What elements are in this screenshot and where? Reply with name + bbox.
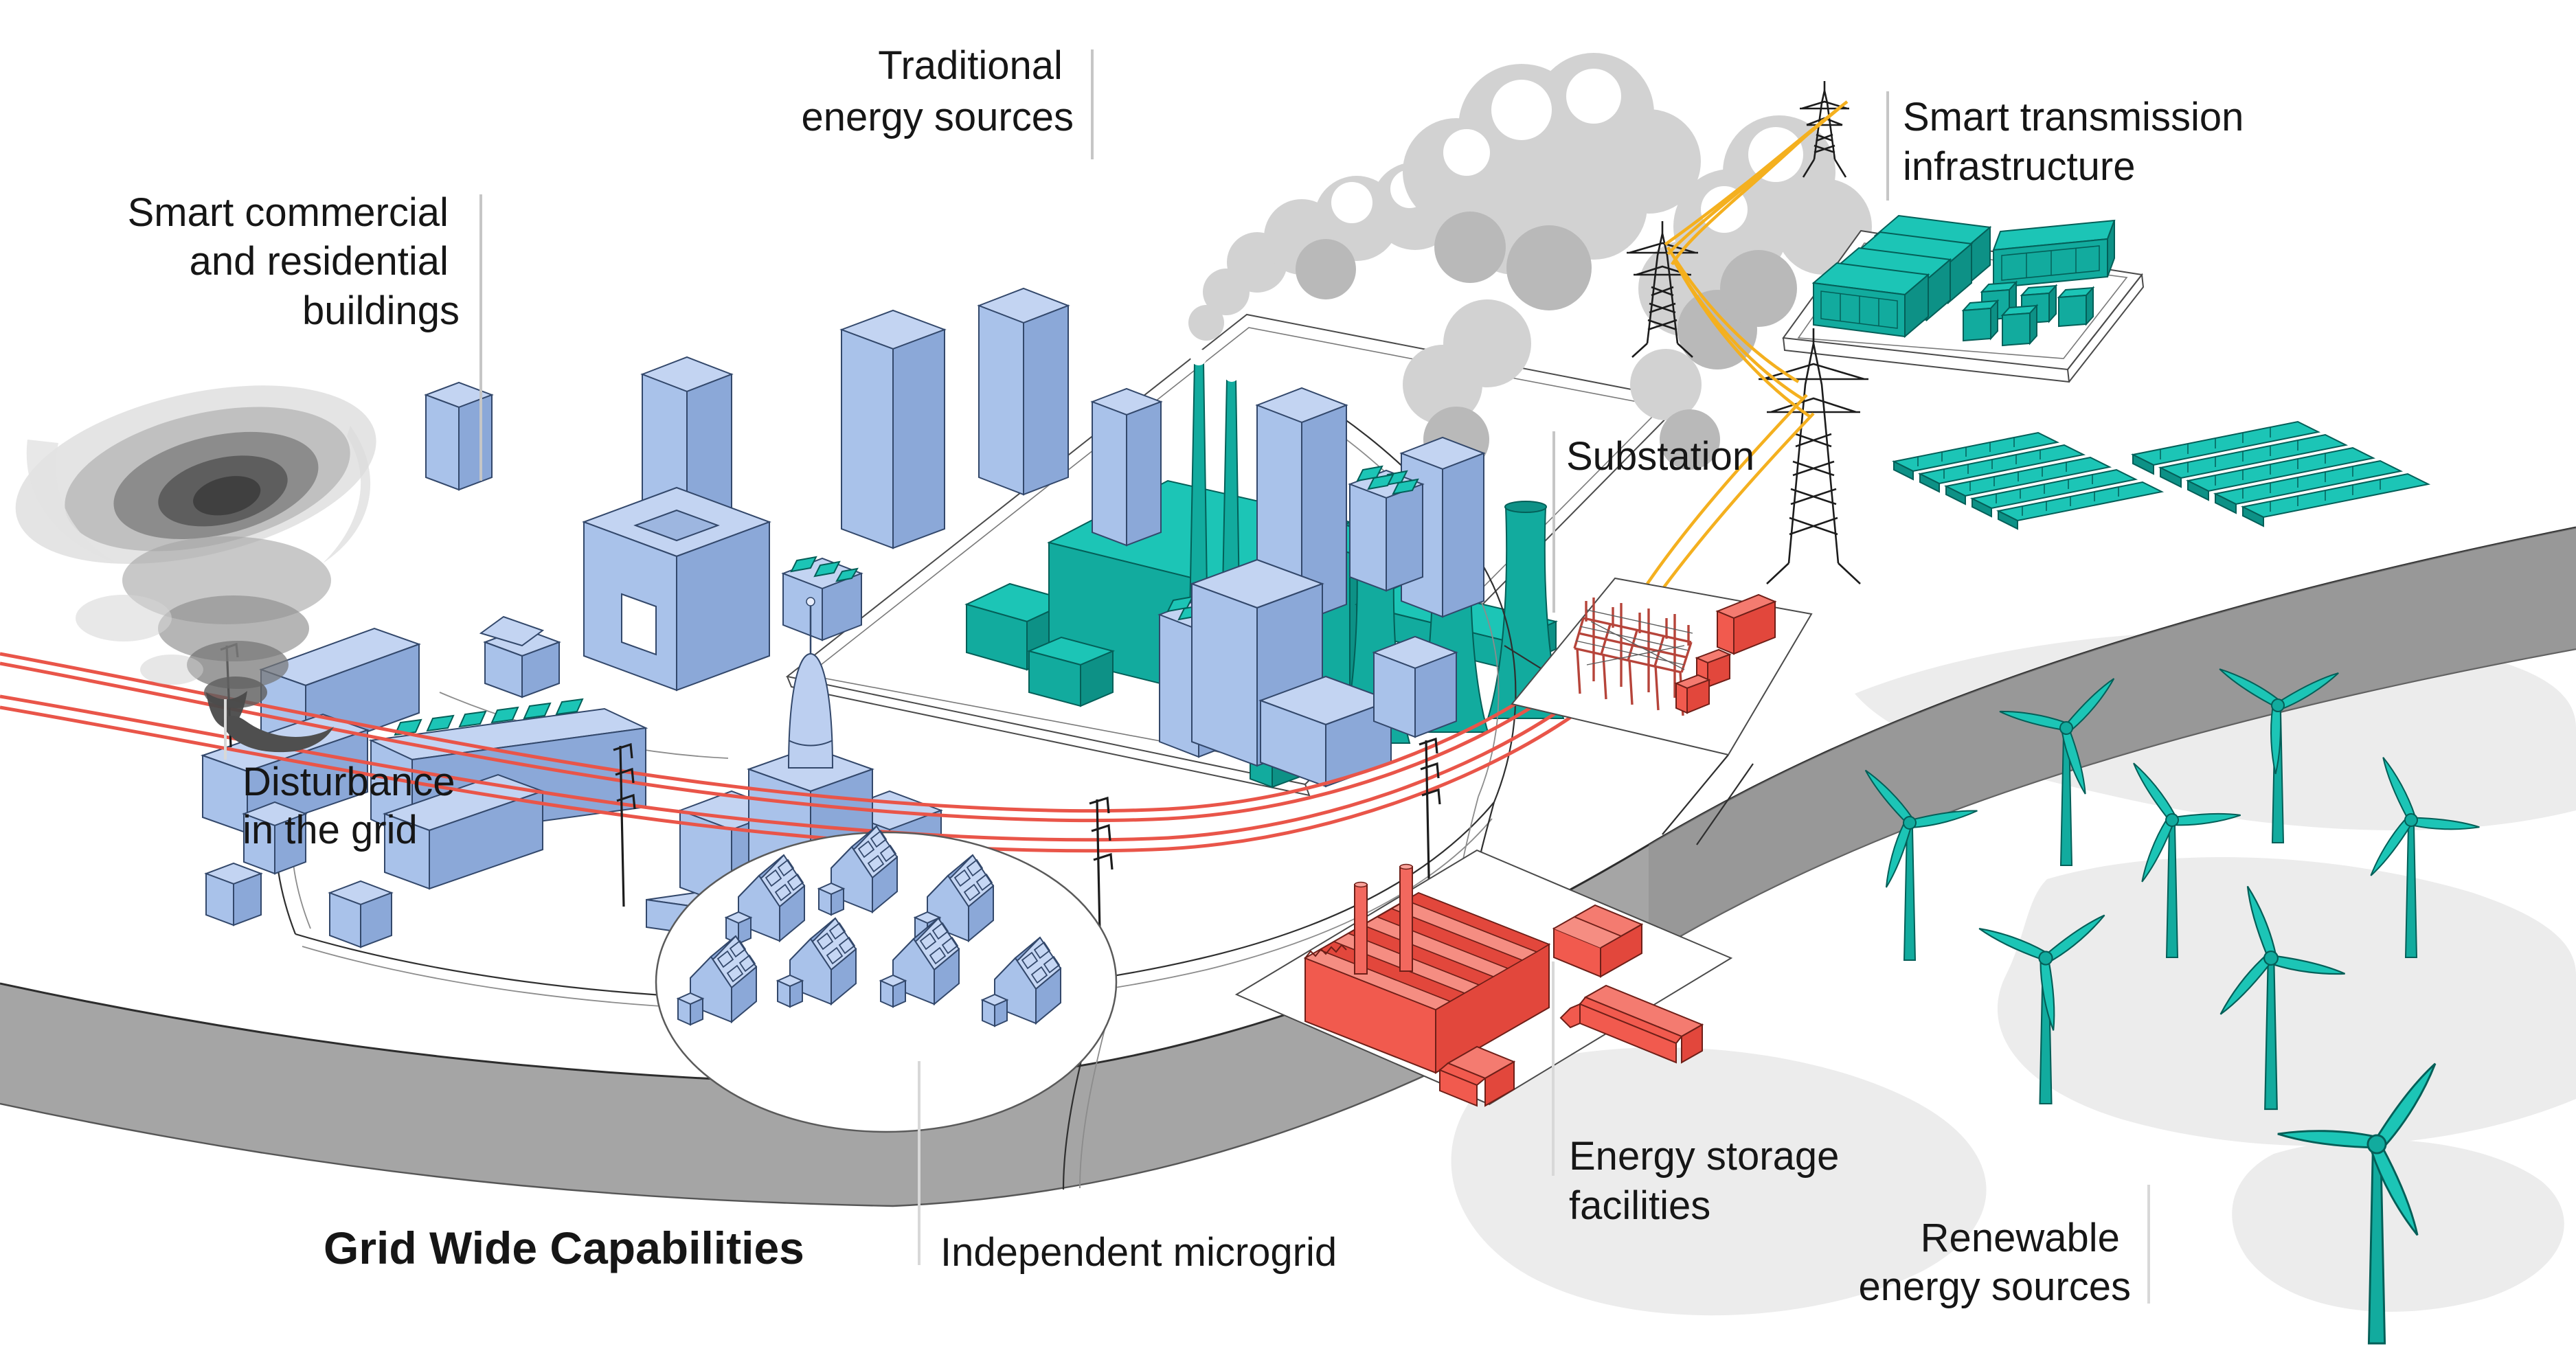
disturbance-tornado-icon: [15, 385, 376, 753]
disturbance-label: Disturbance in the grid: [242, 760, 466, 852]
transmission-wires: [1646, 100, 1849, 596]
solar-roof-building: [1348, 465, 1425, 592]
solar-panel-array-icon: [1891, 420, 2431, 530]
energy-storage-facility: [1234, 849, 1733, 1107]
independent-microgrid-label: Independent microgrid: [940, 1230, 1337, 1275]
diagram-title: Grid Wide Capabilities: [324, 1223, 804, 1273]
smart-buildings-label: Smart commercial and residential buildin…: [128, 190, 460, 333]
renewable-label: Renewable energy sources: [1858, 1216, 2131, 1309]
smoke-clouds: [1188, 53, 1872, 473]
transmission-pylon-icon: [1627, 81, 1868, 596]
data-center-containers-icon: [1811, 214, 2116, 347]
energy-storage-label: Energy storage facilities: [1569, 1134, 1850, 1228]
solar-roof-building: [781, 556, 863, 641]
courtyard-building: [582, 486, 771, 692]
traditional-energy-label: Traditional energy sources: [801, 43, 1074, 139]
substation-icon: [1511, 577, 1813, 756]
smart-transmission-label: Smart transmission infrastructure: [1903, 95, 2255, 189]
labels: Traditional energy sources Smart commerc…: [128, 43, 2255, 1309]
energy-storage-factory-icon: [1303, 863, 1551, 1074]
independent-microgrid: [655, 826, 1118, 1133]
substation-label: Substation: [1566, 434, 1754, 479]
